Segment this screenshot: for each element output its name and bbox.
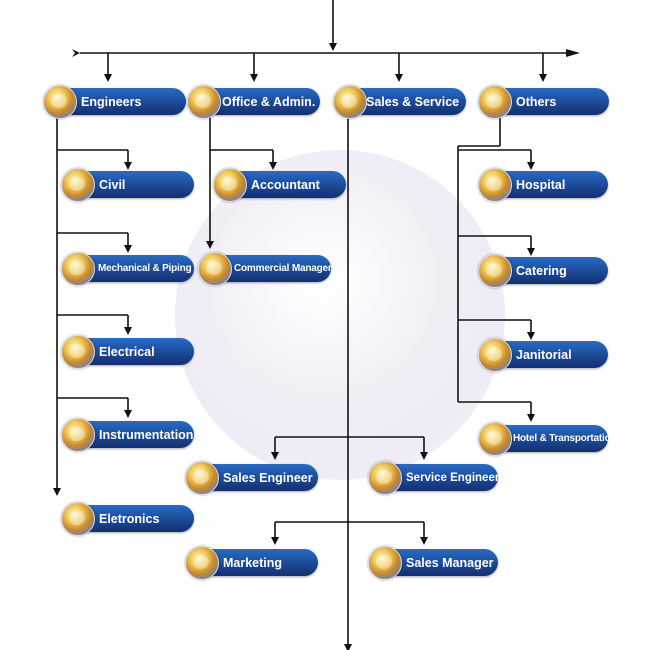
node-eletronics: Eletronics (61, 502, 194, 536)
node-engineers: Engineers (43, 85, 186, 119)
globe-icon (368, 461, 402, 495)
globe-icon (43, 85, 77, 119)
node-others: Others (478, 85, 609, 119)
globe-icon (61, 335, 95, 369)
globe-icon (478, 85, 512, 119)
globe-icon (61, 418, 95, 452)
globe-icon (61, 168, 95, 202)
globe-icon (185, 546, 219, 580)
node-label: Hospital (516, 177, 566, 192)
node-office-admin: Office & Admin. (187, 85, 320, 119)
node-label: Eletronics (99, 511, 160, 526)
node-label: Sales Engineer (223, 470, 313, 485)
header-bar-ends (72, 49, 580, 57)
globe-icon (185, 461, 219, 495)
node-instrumentation: Instrumentation (61, 418, 194, 452)
node-label: Others (516, 94, 557, 109)
node-service-engineer: Service Engineer (368, 461, 500, 495)
node-label: Civil (99, 177, 126, 192)
node-label: Office & Admin. (222, 94, 316, 109)
node-label: Sales Manager (406, 555, 494, 570)
globe-icon (213, 168, 247, 202)
node-electrical: Electrical (61, 335, 194, 369)
globe-icon (61, 252, 95, 286)
node-sales-manager: Sales Manager (368, 546, 498, 580)
node-label: Janitorial (516, 347, 572, 362)
globe-icon (61, 502, 95, 536)
node-janitorial: Janitorial (478, 338, 608, 372)
node-civil: Civil (61, 168, 194, 202)
node-marketing: Marketing (185, 546, 318, 580)
node-label: Mechanical & Piping (98, 263, 192, 274)
globe-icon (478, 422, 512, 456)
node-label: Electrical (99, 344, 155, 359)
node-label: Sales & Service (366, 94, 460, 109)
node-mechanical-piping: Mechanical & Piping (61, 252, 194, 286)
globe-icon (187, 85, 221, 119)
node-label: Engineers (81, 94, 142, 109)
node-label: Instrumentation (99, 427, 194, 442)
node-accountant: Accountant (213, 168, 346, 202)
node-label: Commercial Manager (234, 263, 332, 274)
node-label: Marketing (223, 555, 283, 570)
node-label: Accountant (251, 177, 320, 192)
globe-icon (478, 168, 512, 202)
globe-icon (478, 338, 512, 372)
node-catering: Catering (478, 254, 608, 288)
node-hotel-transportation: Hotel & Transportation (478, 422, 617, 456)
node-label: Catering (516, 263, 567, 278)
node-label: Service Engineer (406, 471, 500, 484)
globe-icon (368, 546, 402, 580)
node-sales-service: Sales & Service (333, 85, 466, 119)
node-commercial-manager: Commercial Manager (198, 252, 332, 286)
globe-background (175, 150, 505, 480)
globe-icon (478, 254, 512, 288)
node-sales-engineer: Sales Engineer (185, 461, 318, 495)
globe-icon (198, 252, 232, 286)
globe-icon (333, 85, 367, 119)
node-hospital: Hospital (478, 168, 608, 202)
node-label: Hotel & Transportation (513, 433, 617, 444)
